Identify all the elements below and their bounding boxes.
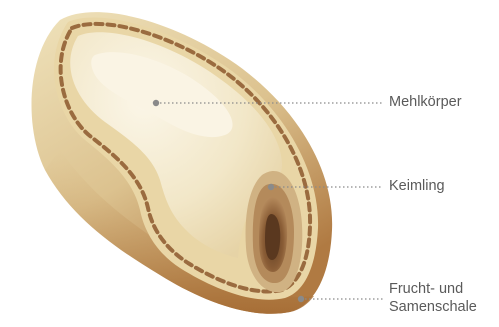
marker-germ xyxy=(268,184,274,190)
label-husk-line1: Frucht- und xyxy=(389,280,477,298)
marker-endosperm xyxy=(153,100,159,106)
label-germ: Keimling xyxy=(389,177,445,195)
label-endosperm: Mehlkörper xyxy=(389,93,462,111)
germ-core xyxy=(265,214,280,260)
label-husk: Frucht- und Samenschale xyxy=(389,280,477,316)
marker-husk xyxy=(298,296,304,302)
label-husk-line2: Samenschale xyxy=(389,298,477,316)
